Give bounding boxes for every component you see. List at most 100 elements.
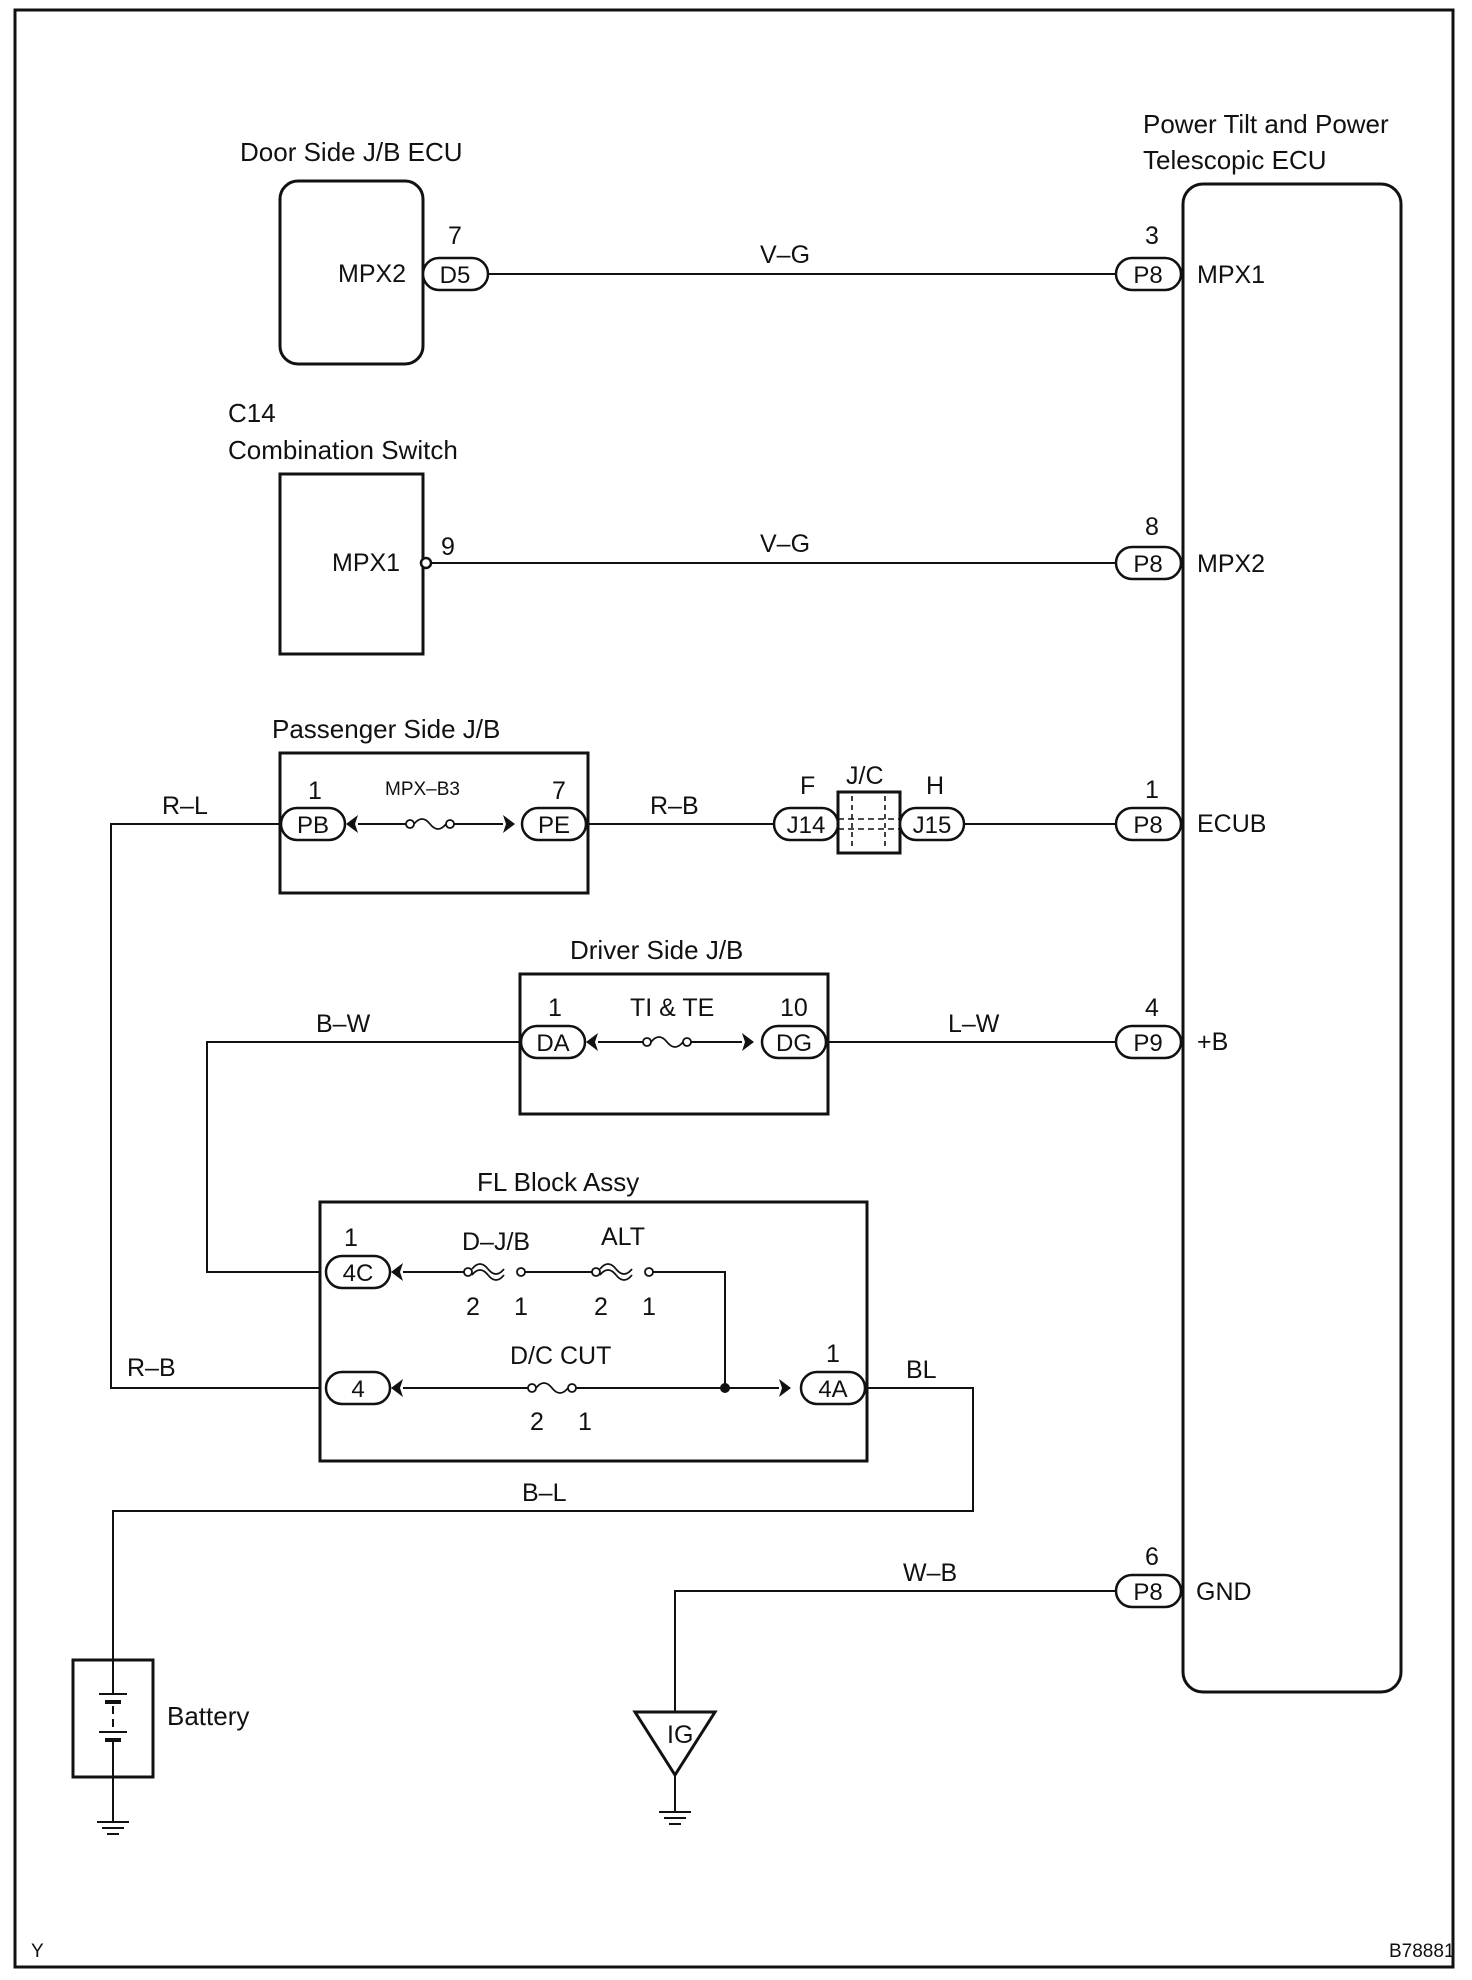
ecu-connector-p8-mpx2 xyxy=(1114,545,1183,581)
ecu-terminal-ecub: ECUB xyxy=(1197,810,1266,838)
jc-right-pin: H xyxy=(926,772,944,800)
fuse-djb-left-end xyxy=(463,1267,473,1277)
fuse-ti-te-right-end xyxy=(682,1037,692,1047)
connector-pb-arrow xyxy=(346,815,358,833)
passenger-side-jb: Passenger Side J/B 1 PB MPX–B3 7 PE xyxy=(272,714,590,895)
fuse-alt-pin-2: 2 xyxy=(594,1293,608,1321)
fuse-djb-pin-2: 2 xyxy=(466,1293,480,1321)
connector-4-label: 4 xyxy=(351,1376,364,1403)
combination-switch-terminal: MPX1 xyxy=(332,549,400,577)
jc-label: J/C xyxy=(846,762,884,790)
ecu-pin-gnd: 6 xyxy=(1145,1543,1159,1571)
ground-label: IG xyxy=(667,1721,693,1749)
driver-jb-right-pin: 10 xyxy=(780,994,808,1022)
wire-b-l-label: B–L xyxy=(522,1479,567,1507)
ecu-connector-p8-mpx1 xyxy=(1114,256,1183,292)
combination-switch-label: Combination Switch xyxy=(228,435,458,465)
fuse-ti-te-symbol xyxy=(650,1036,684,1048)
ecu-terminal-plus-b: +B xyxy=(1197,1028,1228,1056)
fl-block-box xyxy=(318,1200,869,1463)
fuse-djb-pin-1: 1 xyxy=(514,1293,528,1321)
fuse-djb-symbol xyxy=(471,1263,505,1281)
combination-switch-pin-circle xyxy=(419,556,433,570)
battery-ground-icon xyxy=(97,1821,129,1835)
fuse-dc-pin-1: 1 xyxy=(578,1408,592,1436)
ecu-connector-p9-label: P9 xyxy=(1133,1030,1162,1057)
door-jb-terminal-label: MPX2 xyxy=(338,260,406,288)
wire-wb xyxy=(674,1590,1116,1712)
wire-rb-top-label: R–B xyxy=(650,792,699,820)
jc-left-pin: F xyxy=(800,772,815,800)
connector-4-arrow xyxy=(391,1379,403,1397)
fuse-ti-te-label: TI & TE xyxy=(630,994,714,1022)
ecu-terminal-mpx2: MPX2 xyxy=(1197,550,1265,578)
door-side-jb-ecu: Door Side J/B ECU MPX2 7 D5 xyxy=(240,137,490,366)
connector-4c-arrow xyxy=(391,1263,403,1281)
connector-4 xyxy=(324,1370,392,1406)
connector-j15-label: J15 xyxy=(913,812,952,839)
fuse-djb-label: D–J/B xyxy=(462,1228,530,1256)
fuse-ti-te-left-end xyxy=(642,1037,652,1047)
ecu-pin-plus-b: 4 xyxy=(1145,994,1159,1022)
fuse-djb-right-end xyxy=(516,1267,526,1277)
wire-rb-bottom-label: R–B xyxy=(127,1354,176,1382)
connector-j14-label: J14 xyxy=(787,812,826,839)
ecu-box xyxy=(1181,182,1403,1694)
fuse-dc-pin-2: 2 xyxy=(530,1408,544,1436)
fl-alt-to-junction xyxy=(653,1271,726,1388)
junction-connector: J/C F H J14 J15 xyxy=(772,762,966,855)
wire-rl-rb-left-loop xyxy=(110,823,320,1389)
wire-lw-label: L–W xyxy=(948,1010,1000,1038)
connector-da-arrow xyxy=(586,1033,598,1051)
diagram-frame xyxy=(13,8,1455,1969)
driver-jb-left-pin: 1 xyxy=(548,994,562,1022)
fuse-mpx-b3-label: MPX–B3 xyxy=(385,779,460,800)
ecu-name-line1: Power Tilt and Power xyxy=(1143,109,1389,139)
fuse-mpx-b3-right-end xyxy=(445,819,455,829)
door-jb-ecu-label: Door Side J/B ECU xyxy=(240,137,463,167)
combination-switch: C14 Combination Switch MPX1 9 xyxy=(228,398,458,656)
wire-bl-battery xyxy=(112,1387,974,1660)
fl-block-label: FL Block Assy xyxy=(477,1167,639,1197)
combination-switch-code: C14 xyxy=(228,398,276,428)
wire-vg-top-label: V–G xyxy=(760,241,810,269)
wire-bw-label: B–W xyxy=(316,1010,371,1038)
fuse-dc-left-end xyxy=(527,1383,537,1393)
connector-4a-label: 4A xyxy=(818,1376,847,1403)
jc-box xyxy=(836,790,902,855)
power-tilt-ecu: Power Tilt and Power Telescopic ECU 3 P8… xyxy=(1114,109,1403,1694)
ecu-connector-p8-ecub-label: P8 xyxy=(1133,812,1162,839)
fuse-mpx-b3-symbol xyxy=(413,818,447,830)
ecu-pin-ecub: 1 xyxy=(1145,776,1159,804)
battery: Battery xyxy=(71,1658,249,1822)
ecu-connector-p8-gnd-label: P8 xyxy=(1133,1579,1162,1606)
connector-pe-label: PE xyxy=(538,812,570,839)
ecu-terminal-mpx1: MPX1 xyxy=(1197,261,1265,289)
wire-bl-label: BL xyxy=(906,1356,937,1384)
footer-left-code: Y xyxy=(31,1941,44,1962)
connector-4a-arrow xyxy=(779,1379,791,1397)
fuse-alt-symbol xyxy=(599,1263,633,1281)
ground-point-ig: IG xyxy=(632,1710,718,1812)
fl-block-assy: FL Block Assy 1 4C D–J/B 2 1 ALT 2 1 4 xyxy=(318,1167,869,1463)
ecu-connector-p8-mpx1-label: P8 xyxy=(1133,262,1162,289)
passenger-jb-left-pin: 1 xyxy=(308,777,322,805)
fuse-dc-symbol xyxy=(535,1382,569,1394)
driver-side-jb: Driver Side J/B 1 DA TI & TE 10 DG xyxy=(518,935,830,1116)
ground-triangle-icon xyxy=(632,1710,718,1778)
fuse-alt-pin-1: 1 xyxy=(642,1293,656,1321)
fuse-alt-left-end xyxy=(591,1267,601,1277)
passenger-jb-label: Passenger Side J/B xyxy=(272,714,500,744)
ecu-pin-mpx2: 8 xyxy=(1145,513,1159,541)
wire-bw xyxy=(206,1041,520,1273)
fuse-alt-right-end xyxy=(644,1267,654,1277)
fuse-dc-label: D/C CUT xyxy=(510,1342,611,1370)
wire-wb-label: W–B xyxy=(903,1559,957,1587)
connector-4c xyxy=(324,1254,392,1290)
footer-right-code: B78881 xyxy=(1389,1941,1455,1962)
ecu-name-line2: Telescopic ECU xyxy=(1143,145,1327,175)
passenger-jb-right-pin: 7 xyxy=(552,777,566,805)
driver-jb-label: Driver Side J/B xyxy=(570,935,743,965)
fuse-alt-label: ALT xyxy=(601,1223,645,1251)
